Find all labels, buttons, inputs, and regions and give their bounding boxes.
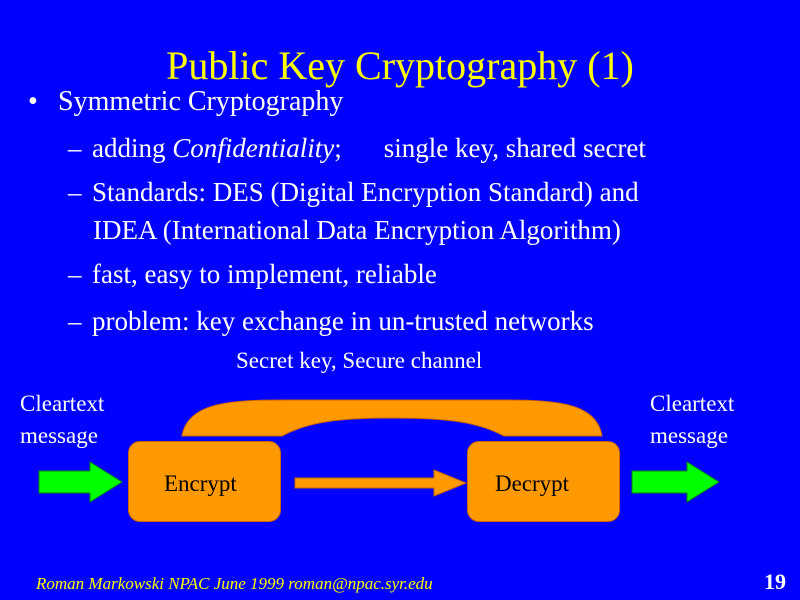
encrypt-box: Encrypt <box>128 441 281 522</box>
bullet-symmetric: • Symmetric Cryptography <box>28 86 343 118</box>
secure-channel-arc <box>181 399 603 437</box>
dash: – <box>68 133 82 163</box>
right-cleartext-label: Cleartext message <box>650 391 735 448</box>
sub-bullet-standards-cont: IDEA (International Data Encryption Algo… <box>93 215 621 245</box>
channel-label: Secret key, Secure channel <box>236 348 483 373</box>
output-arrow-icon <box>631 461 720 503</box>
bullet-dot: • <box>28 86 38 117</box>
sub-bullet-problem: –problem: key exchange in un-trusted net… <box>68 305 594 337</box>
ciphertext-arrow-icon <box>294 469 468 497</box>
bullet-text: Symmetric Cryptography <box>58 86 344 117</box>
dash: – <box>68 259 82 289</box>
sub1-suffix: single key, shared secret <box>383 133 646 163</box>
sub1-separator: ; <box>334 133 342 163</box>
left-cleartext-label: Cleartext message <box>20 391 105 448</box>
dash: – <box>68 306 82 336</box>
page-number: 19 <box>764 569 786 594</box>
dash: – <box>68 177 82 207</box>
sub1-prefix: adding <box>92 133 173 163</box>
sub-bullet-confidentiality: –adding Confidentiality; single key, shar… <box>68 132 646 164</box>
sub-bullet-fast: –fast, easy to implement, reliable <box>68 258 437 290</box>
sub-bullet-standards: –Standards: DES (Digital Encryption Stan… <box>68 176 639 208</box>
slide-title: Public Key Cryptography (1) <box>166 43 634 88</box>
decrypt-box: Decrypt <box>467 441 620 522</box>
encrypt-label: Encrypt <box>164 471 237 496</box>
sub4-text: problem: key exchange in un-trusted netw… <box>92 306 594 336</box>
sub2-line1: Standards: DES (Digital Encryption Stand… <box>92 177 639 207</box>
footer-credit: Roman Markowski NPAC June 1999 roman@npa… <box>36 574 433 593</box>
decrypt-label: Decrypt <box>495 471 570 496</box>
sub3-text: fast, easy to implement, reliable <box>92 259 437 289</box>
confidentiality-term: Confidentiality <box>172 133 335 163</box>
input-arrow-icon <box>38 461 123 503</box>
